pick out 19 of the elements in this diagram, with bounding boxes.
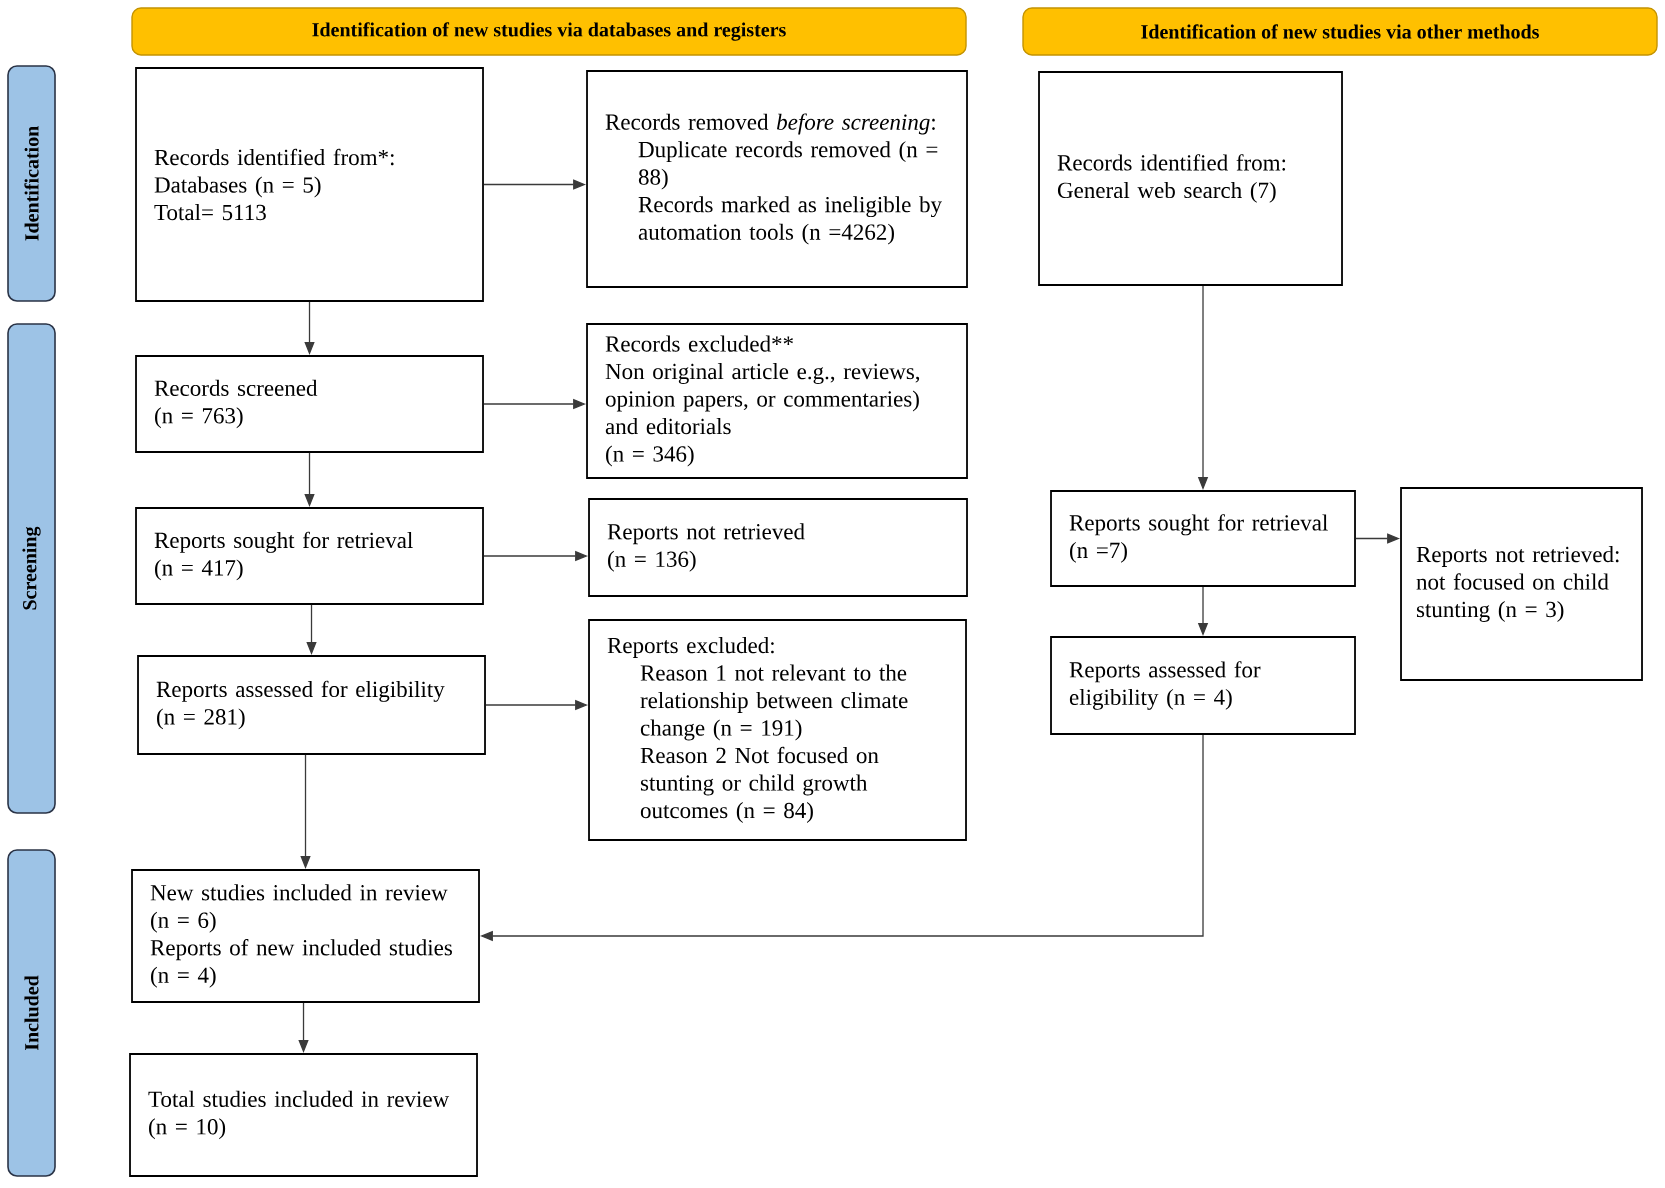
process-box: Reports excluded: Reason 1 not relevant to the relationship between climate change (n = 191) Reason 2 Not focused on stunting or child growth outcomes (n = 84) xyxy=(588,619,967,841)
process-box: Records removed before screening: Duplicate records removed (n = 88) Records marked as ineligible by automation tools (n =4262) xyxy=(586,70,968,288)
process-box: Reports assessed for eligibility (n = 4) xyxy=(1050,636,1356,735)
process-box: Reports sought for retrieval (n = 417) xyxy=(135,507,484,605)
process-box: Reports sought for retrieval (n =7) xyxy=(1050,490,1356,587)
process-box: Records identified from: General web search (7) xyxy=(1038,71,1343,286)
stage-band: Identification xyxy=(7,65,56,302)
stage-band: Screening xyxy=(7,323,56,814)
process-box: Records screened (n = 763) xyxy=(135,355,484,453)
stage-band: Included xyxy=(7,849,56,1177)
process-box: Reports assessed for eligibility (n = 281) xyxy=(137,655,486,755)
process-box: New studies included in review (n = 6) Reports of new included studies (n = 4) xyxy=(131,869,480,1003)
section-header: Identification of new studies via other methods xyxy=(1022,7,1658,56)
process-box: Records excluded** Non original article e.g., reviews, opinion papers, or commentaries) and editorials (n = 346) xyxy=(586,323,968,479)
process-box: Reports not retrieved (n = 136) xyxy=(588,498,968,597)
process-box: Reports not retrieved: not focused on child stunting (n = 3) xyxy=(1400,487,1643,681)
process-box: Records identified from*: Databases (n = 5) Total= 5113 xyxy=(135,67,484,302)
process-box: Total studies included in review (n = 10) xyxy=(129,1053,478,1177)
section-header: Identification of new studies via databases and registers xyxy=(131,7,967,56)
